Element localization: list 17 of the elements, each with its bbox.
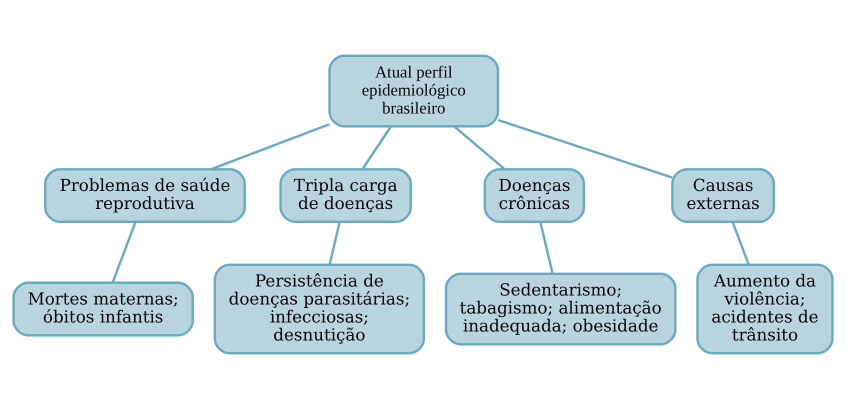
node-box: Mortes maternas; óbitos infantis <box>12 282 194 336</box>
connector <box>328 222 341 265</box>
node-box: Sedentarismo; tabagismo; alimentação inadequada; obesidade <box>444 272 677 346</box>
connector <box>210 123 330 170</box>
connector <box>111 222 137 284</box>
node-box: Atual perfil epidemiológico brasileiro <box>328 54 500 128</box>
node-box: Doenças crônicas <box>484 168 586 224</box>
node-box: Causas externas <box>671 168 776 224</box>
connector <box>453 126 506 170</box>
connector <box>539 222 554 274</box>
node-box: Problemas de saúde reprodutiva <box>44 168 246 224</box>
node-box: Persistência de doenças parasitárias; infecciosas; desnutição <box>214 264 426 354</box>
connector <box>361 126 392 170</box>
node-box: Tripla carga de doenças <box>279 168 412 224</box>
node-box: Aumento da violência; acidentes de trânsito <box>696 264 834 354</box>
connector <box>498 118 672 179</box>
connector <box>732 222 750 265</box>
